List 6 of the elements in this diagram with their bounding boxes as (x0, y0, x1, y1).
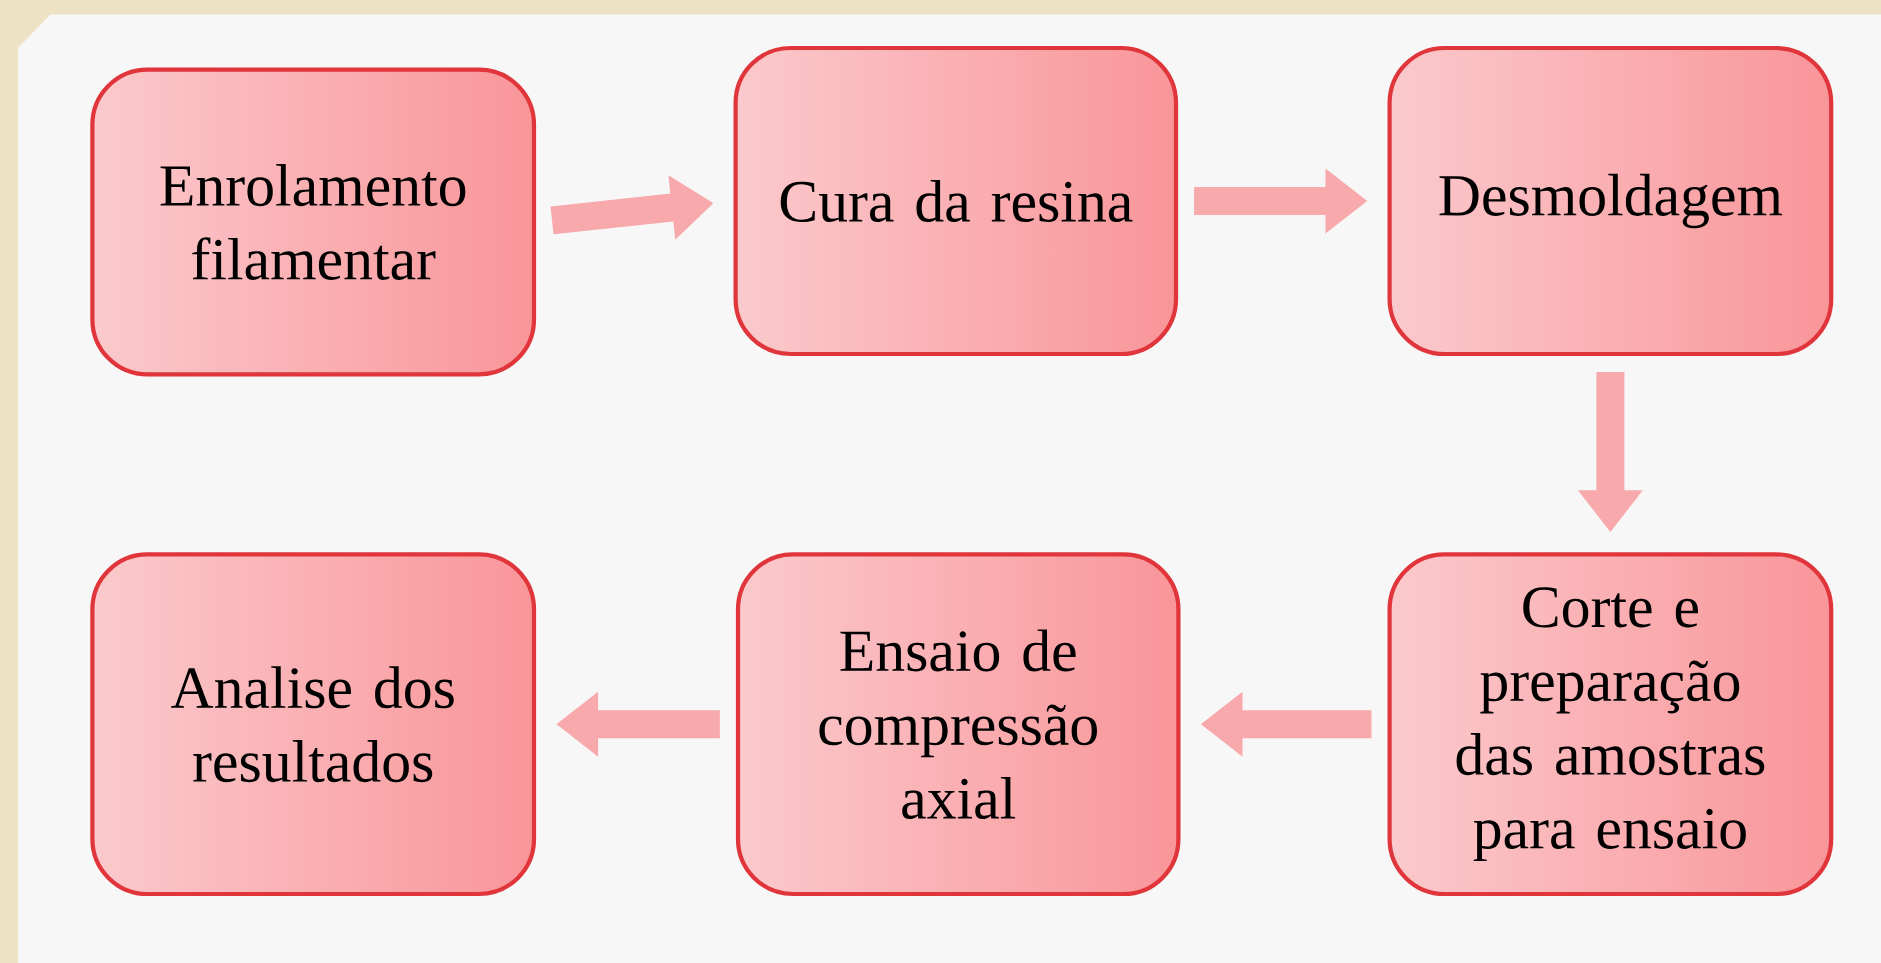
process-box: Desmoldagem (1387, 45, 1834, 357)
process-box: Ensaio de compressão axial (735, 552, 1181, 897)
process-box: Cura da resina (733, 45, 1179, 357)
process-box: Corte e preparação das amostras para ensaio (1387, 552, 1834, 897)
process-box: Analise dos resultados (90, 552, 537, 897)
process-box: Enrolamento filamentar (90, 67, 537, 377)
